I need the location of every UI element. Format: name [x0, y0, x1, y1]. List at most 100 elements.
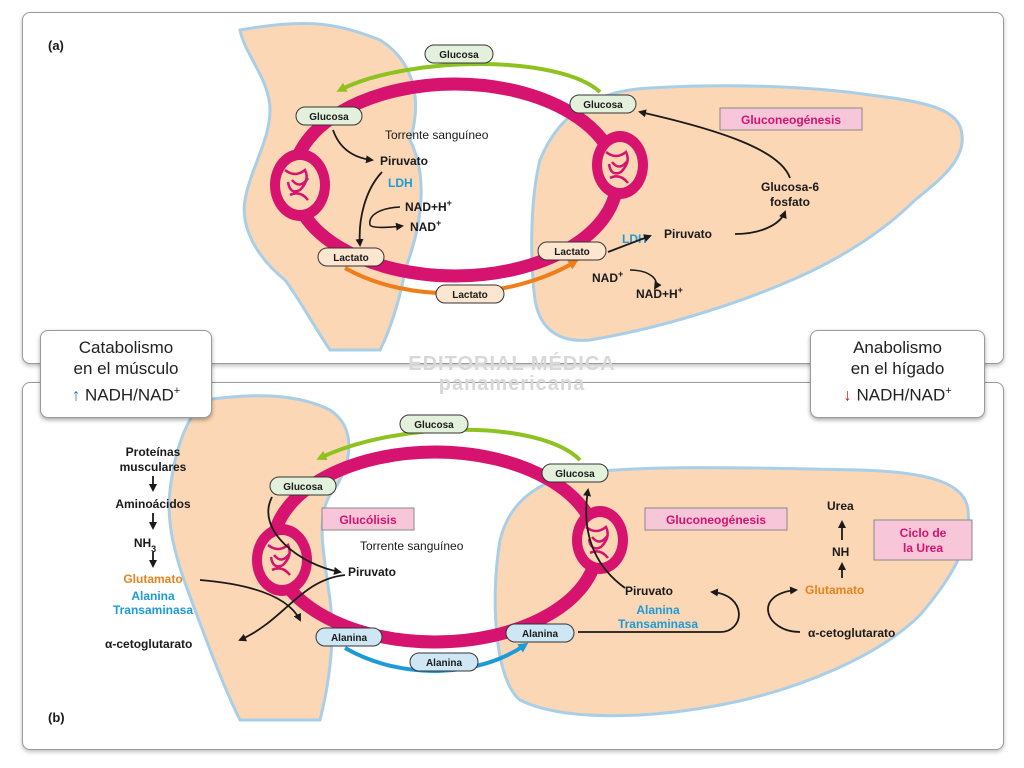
- label-gluconeogenesis-b: Gluconeogénesis: [666, 513, 766, 527]
- label-lactato-muscle-a: Lactato: [333, 253, 369, 264]
- arrow-glucose-to-pyruvate-a: [332, 129, 374, 164]
- capillary-bed-muscle-a: [270, 149, 330, 221]
- pill-lactato-bottom-a: Lactato: [435, 284, 505, 304]
- liver-anabolism-callout: Anabolismo en el hígado ↓ NADH/NAD+: [810, 330, 985, 418]
- label-gluconeogenesis-a: Gluconeogénesis: [741, 113, 841, 127]
- callout-left-ratio-text: NADH/NAD: [85, 385, 174, 405]
- arrow-pyruvate-to-lactate-a: [355, 171, 383, 247]
- arrow-piruvato-to-cetoglutarato-b: [238, 574, 346, 642]
- label-piruvato-liver-b: Piruvato: [625, 584, 673, 598]
- label-cetoglutarato-muscle-b: α-cetoglutarato: [105, 637, 192, 651]
- watermark-line2: panamericana: [439, 373, 586, 395]
- watermark: EDITORIAL MÉDICA panamericana: [408, 352, 616, 395]
- pill-alanina-liver-b: Alanina: [505, 623, 575, 643]
- label-glucosa-muscle-b: Glucosa: [283, 482, 323, 493]
- panel-a: Glucosa Glucosa Glucosa Lactato Lactato …: [48, 21, 964, 352]
- arrow-cetoglutarato-to-glutamato-b: [767, 586, 801, 633]
- label-glutamato-liver-b: Glutamato: [805, 583, 864, 597]
- callout-right-ratio-sup: +: [945, 385, 952, 397]
- callout-left-line1: Catabolismo: [78, 338, 174, 357]
- callout-right-ratio: ↓ NADH/NAD+: [819, 381, 976, 406]
- gluconeogenesis-label-b: Gluconeogénesis: [644, 507, 788, 531]
- label-glucosa-top-b: Glucosa: [414, 420, 454, 431]
- label-ciclo-line1-b: Ciclo de: [900, 526, 947, 540]
- label-torrente-a: Torrente sanguíneo: [385, 128, 489, 142]
- arrow-pyruvate-to-g6p-a: [734, 210, 787, 235]
- glycolysis-label-b: Glucólisis: [321, 507, 415, 531]
- callout-left-line2: en el músculo: [73, 359, 179, 378]
- label-piruvato-liver-a: Piruvato: [664, 227, 712, 241]
- down-arrow-icon: ↓: [843, 385, 852, 405]
- up-arrow-icon: ↑: [71, 385, 81, 405]
- pill-alanina-muscle-b: Alanina: [315, 627, 383, 647]
- panel-a-tag: (a): [48, 38, 64, 53]
- label-glucosa6-line2-a: fosfato: [770, 195, 810, 209]
- capillary-bed-muscle-b: [252, 524, 312, 596]
- label-alt-line2-liver-b: Transaminasa: [618, 617, 698, 631]
- arrow-alanina-to-piruvato-b: [578, 588, 740, 633]
- pill-glucosa-liver-b: Glucosa: [541, 463, 609, 483]
- label-nadh-muscle-a: NAD+H+: [405, 198, 452, 214]
- panel-b-tag: (b): [48, 710, 65, 725]
- callout-right-line1: Anabolismo: [853, 338, 942, 357]
- callout-left-ratio: ↑ NADH/NAD+: [49, 381, 203, 406]
- pill-glucosa-muscle-b: Glucosa: [269, 476, 337, 496]
- glucose-transport-arrow-a: [336, 62, 602, 94]
- label-cetoglutarato-liver-b: α-cetoglutarato: [808, 626, 895, 640]
- label-nh3-b: NH3: [134, 536, 156, 554]
- label-glutamato-muscle-b: Glutamato: [123, 572, 182, 586]
- label-alt-line1-liver-b: Alanina: [636, 603, 680, 617]
- label-nad-muscle-a: NAD+: [410, 218, 441, 234]
- pill-glucosa-top-a: Glucosa: [424, 44, 494, 64]
- callout-right-line2: en el hígado: [850, 359, 945, 378]
- capillary-bed-liver-a: [592, 131, 648, 199]
- label-ldh-liver-a: LDH: [622, 232, 647, 246]
- label-lactato-liver-a: Lactato: [554, 247, 590, 258]
- label-alanina-bottom-b: Alanina: [426, 658, 463, 669]
- callout-right-ratio-text: NADH/NAD: [856, 385, 946, 405]
- pill-glucosa-muscle-a: Glucosa: [295, 106, 363, 126]
- label-piruvato-muscle-a: Piruvato: [380, 154, 428, 168]
- pill-glucosa-top-b: Glucosa: [399, 414, 469, 434]
- label-alanina-muscle-b: Alanina: [331, 633, 368, 644]
- label-glucosa-top-a: Glucosa: [439, 50, 479, 61]
- arrow-piruvato-to-glucose-b: [583, 488, 626, 589]
- label-aminoacidos-b: Aminoácidos: [115, 497, 191, 511]
- liver-tissue-b: [493, 466, 970, 718]
- label-torrente-b: Torrente sanguíneo: [360, 539, 464, 553]
- label-glucosa-muscle-a: Glucosa: [309, 112, 349, 123]
- arrow-g6p-to-glucose-a: [638, 109, 791, 179]
- label-glucosa6-line1-a: Glucosa-6: [761, 180, 819, 194]
- label-nh-b: NH: [832, 545, 849, 559]
- label-alt-line2-muscle-b: Transaminasa: [113, 603, 193, 617]
- arrow-nadh-to-nad-a: [369, 206, 404, 231]
- label-ldh-muscle-a: LDH: [388, 176, 413, 190]
- label-ciclo-line2-b: la Urea: [903, 541, 943, 555]
- label-proteinas-line1-b: Proteínas: [126, 445, 181, 459]
- watermark-line1: EDITORIAL MÉDICA: [408, 352, 616, 375]
- label-nad-liver-a: NAD+: [592, 269, 623, 285]
- arrow-glutamato-to-alanina-b: [199, 579, 301, 622]
- urea-cycle-label-b: Ciclo de la Urea: [873, 519, 973, 561]
- muscle-catabolism-callout: Catabolismo en el músculo ↑ NADH/NAD+: [40, 330, 212, 418]
- pill-alanina-bottom-b: Alanina: [409, 652, 479, 672]
- label-proteinas-line2-b: musculares: [120, 460, 187, 474]
- pill-lactato-muscle-a: Lactato: [317, 247, 385, 267]
- panel-b: Glucosa Glucosa Glucosa Alanina Alanina …: [48, 394, 973, 725]
- pill-glucosa-liver-a: Glucosa: [569, 94, 637, 114]
- arrow-nad-to-nadh-liver-a: [629, 269, 662, 290]
- label-piruvato-muscle-b: Piruvato: [348, 565, 396, 579]
- label-urea-b: Urea: [827, 499, 854, 513]
- arrow-glucose-to-pyruvate-b: [267, 496, 342, 575]
- callout-left-ratio-sup: +: [173, 385, 181, 397]
- pill-lactato-liver-a: Lactato: [537, 241, 607, 261]
- label-lactato-bottom-a: Lactato: [452, 290, 488, 301]
- label-glucosa-liver-b: Glucosa: [555, 469, 595, 480]
- arrow-lactate-to-pyruvate-a: [607, 234, 652, 253]
- label-nadh-liver-a: NAD+H+: [636, 285, 683, 301]
- label-glucolisis-b: Glucólisis: [339, 513, 397, 527]
- label-alanina-liver-b: Alanina: [522, 629, 559, 640]
- label-alt-line1-muscle-b: Alanina: [131, 589, 175, 603]
- label-glucosa-liver-a: Glucosa: [583, 100, 623, 111]
